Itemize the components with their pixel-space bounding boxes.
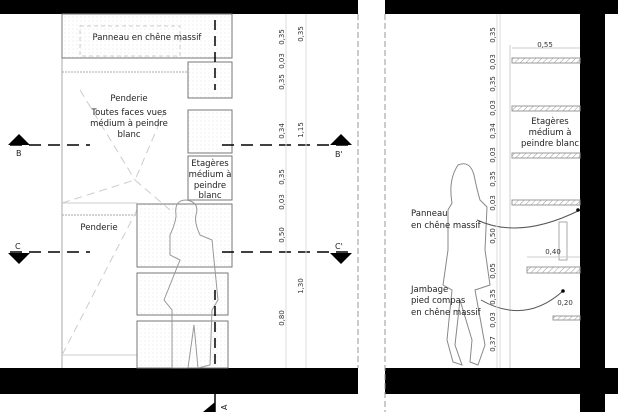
cabinet-box <box>187 109 233 154</box>
leader-panneau <box>476 209 581 229</box>
label-line: blanc <box>198 191 221 201</box>
width-top: 0,55 <box>537 41 553 49</box>
label-line: peindre blanc <box>521 139 579 149</box>
dimension: 0,35 <box>278 29 286 45</box>
shelf <box>511 199 581 206</box>
dimension: 0,37 <box>489 336 497 352</box>
dimension: 1,15 <box>297 122 305 138</box>
dimension: 0,35 <box>489 76 497 92</box>
dimension-column-inner: 0,35 0,03 0,35 0,34 0,35 0,03 0,50 0,80 <box>278 14 287 368</box>
shelf <box>511 57 581 64</box>
section-mark-b: B <box>16 149 22 158</box>
dimension: 0,34 <box>489 123 497 139</box>
label-line: médium à <box>189 169 232 180</box>
bracket <box>558 221 568 261</box>
leader-dot <box>561 289 565 293</box>
dimension: 0,03 <box>489 312 497 328</box>
shelf-box <box>187 155 233 201</box>
dimension: 0,35 <box>278 74 286 90</box>
label-line: pied compas <box>411 296 466 306</box>
label-penderie-bottom: Penderie <box>80 223 117 233</box>
label-penderie-top: Penderie Toutes faces vues médium à pein… <box>90 94 168 140</box>
dimension: 0,03 <box>278 53 286 69</box>
dimension: 0,50 <box>278 227 286 243</box>
floor-slab <box>385 368 618 394</box>
floor-slab <box>0 368 358 394</box>
shelf <box>552 315 581 321</box>
dimension: 0,03 <box>278 194 286 210</box>
label-jambage: Jambage pied compas en chêne massif <box>410 285 482 318</box>
label-line: Etagères <box>531 116 569 127</box>
dimension: 0,35 <box>489 289 497 305</box>
label-line: médium à <box>529 127 572 138</box>
section-mark-c: C <box>15 242 21 251</box>
right-section: 0,35 0,03 0,35 0,03 0,34 0,03 0,35 0,03 … <box>384 0 618 412</box>
width-middle: 0,40 <box>545 248 561 256</box>
label-line: médium à peindre <box>90 118 168 129</box>
wall <box>580 0 605 412</box>
cabinet-box <box>136 203 233 268</box>
label-line: peindre <box>194 181 226 191</box>
dimension: 0,05 <box>489 263 497 279</box>
label-line: en chêne massif <box>411 307 482 318</box>
section-mark-b-prime: B' <box>335 150 343 159</box>
dimension: 0,35 <box>489 27 497 43</box>
width-bottom: 0,20 <box>557 299 573 307</box>
dimension: 1,30 <box>297 278 305 294</box>
label-panel: Panneau en chêne massif <box>93 32 203 43</box>
label-etageres-right: Etagères médium à peindre blanc <box>521 116 579 149</box>
dimension-column: 0,35 0,03 0,35 0,03 0,34 0,03 0,35 0,03 … <box>489 14 498 368</box>
label-line: Jambage <box>410 285 448 295</box>
cabinet-box <box>187 61 233 99</box>
dimension-column-outer: 0,35 1,15 1,30 <box>297 14 307 368</box>
label-etageres: Etagères médium à peindre blanc <box>189 158 232 201</box>
left-elevation: A B B' C C' Panneau en chêne massif Pend… <box>0 0 359 412</box>
shelves <box>511 57 581 321</box>
dimension: 0,50 <box>489 228 497 244</box>
door-swing-lines <box>61 89 171 356</box>
dimension: 0,80 <box>278 310 286 326</box>
label-line: Panneau <box>411 209 448 219</box>
panel-outline <box>79 25 181 57</box>
shelf <box>511 152 581 159</box>
shelf <box>511 105 581 112</box>
ceiling-slab <box>385 0 618 14</box>
section-arrow-b <box>8 134 30 145</box>
dimension: 0,03 <box>489 195 497 211</box>
label-line: en chêne massif <box>411 220 482 231</box>
dimension: 0,35 <box>489 171 497 187</box>
label-line: blanc <box>117 130 140 140</box>
shelf <box>526 266 581 274</box>
panel-oak <box>61 13 233 59</box>
human-silhouette <box>442 163 491 366</box>
section-arrow-c <box>8 253 30 264</box>
label-line: Penderie <box>110 94 147 104</box>
label-line: Etagères <box>191 158 229 169</box>
section-arrow-b-prime <box>330 134 352 145</box>
section-mark-a: A <box>220 404 229 410</box>
dimension: 0,34 <box>278 123 286 139</box>
cabinet-box <box>136 320 229 369</box>
label-line: Toutes faces vues <box>90 108 167 118</box>
leader-jambage <box>480 290 564 312</box>
dimension: 0,03 <box>489 100 497 116</box>
leader-dot <box>576 208 580 212</box>
label-panneau: Panneau en chêne massif <box>411 209 482 231</box>
section-mark-c-prime: C' <box>335 242 343 251</box>
dimension: 0,03 <box>489 54 497 70</box>
dimension: 0,35 <box>297 26 305 42</box>
dimension: 0,03 <box>489 147 497 163</box>
ceiling-slab <box>0 0 358 14</box>
dimension: 0,35 <box>278 169 286 185</box>
section-arrow-a <box>203 402 215 412</box>
section-arrow-c-prime <box>330 253 352 264</box>
human-silhouette <box>163 199 219 369</box>
